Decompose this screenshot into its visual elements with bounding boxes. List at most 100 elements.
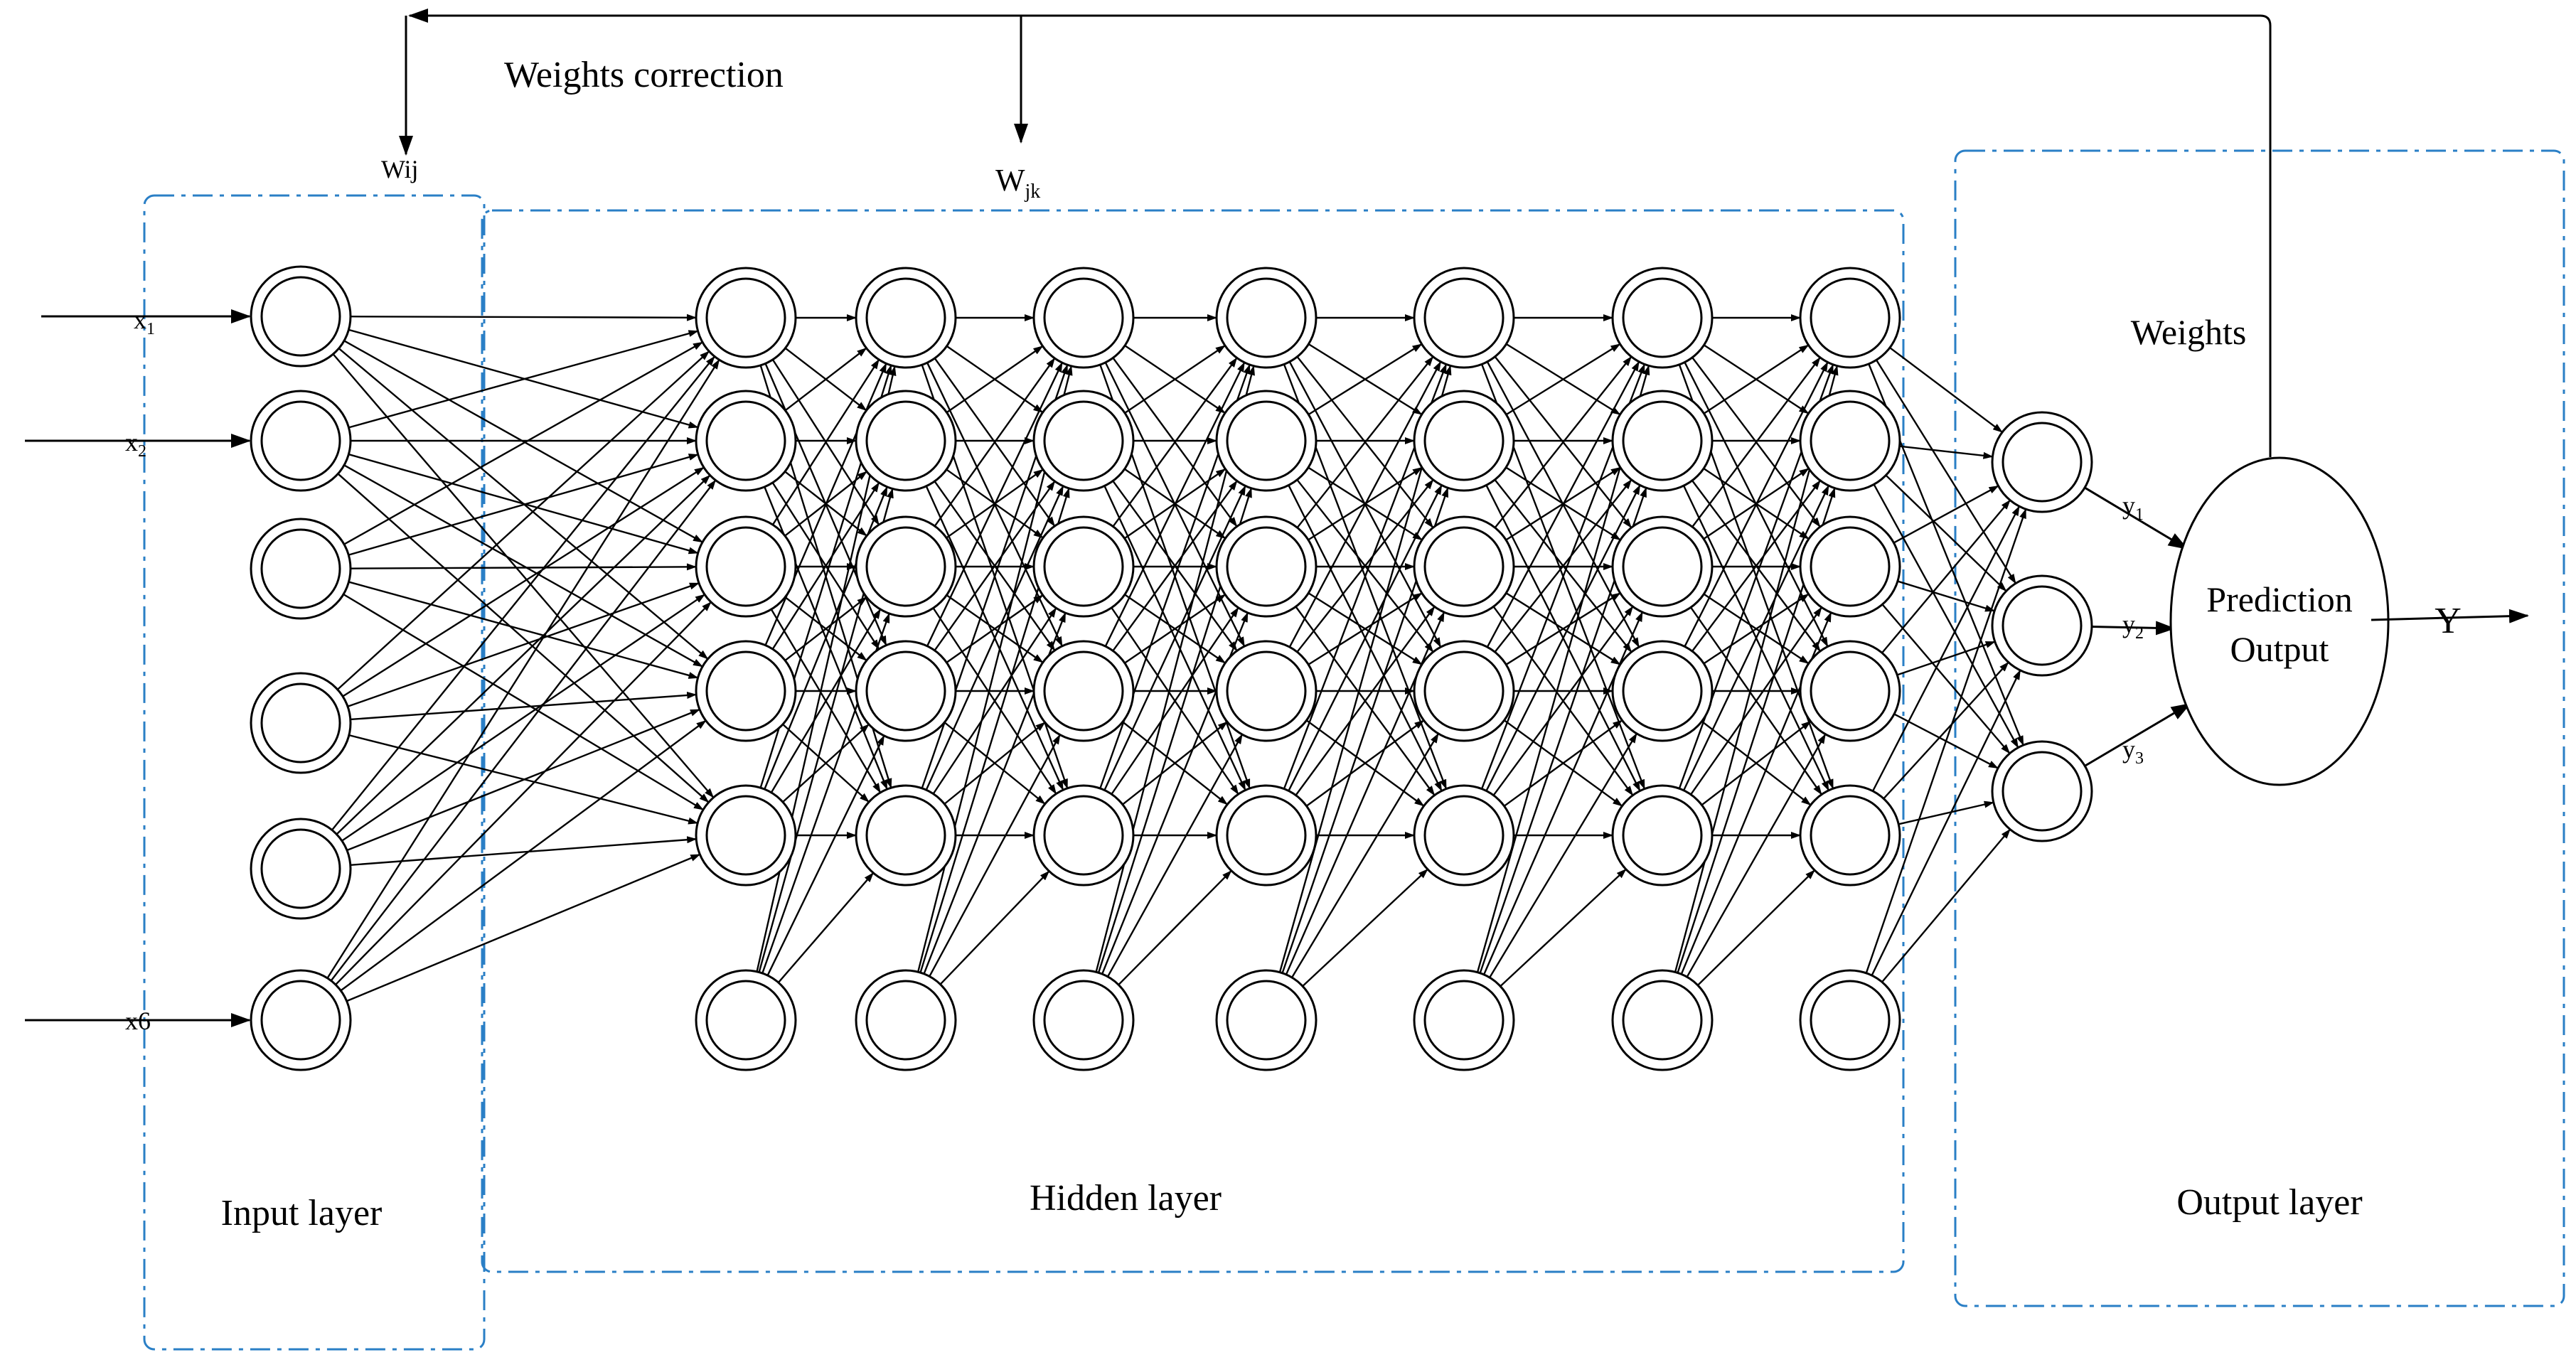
connection-edge <box>347 582 700 707</box>
hidden-neuron <box>1799 267 1901 369</box>
hidden-neuron <box>855 640 957 742</box>
connection-edge <box>1697 869 1815 986</box>
connection-edge <box>332 353 715 798</box>
connection-edge <box>1865 508 2027 974</box>
connection-edge <box>944 722 1046 805</box>
connection-edge <box>348 454 699 556</box>
output-label-y3: y3 <box>2122 735 2144 768</box>
connection-edge <box>1291 733 1439 978</box>
connection-edge <box>350 836 698 866</box>
hidden-neuron <box>1611 784 1714 887</box>
hidden-neuron <box>855 515 957 618</box>
hidden-neuron <box>695 390 797 492</box>
hidden-neuron <box>695 784 797 887</box>
input-neuron <box>250 265 352 368</box>
connection-edge <box>1112 357 1238 527</box>
connection-edge <box>1288 484 1443 791</box>
connection-edge <box>1505 592 1621 665</box>
connection-edge <box>1288 360 1442 648</box>
hidden-neuron <box>855 267 957 369</box>
output-to-prediction-arrow <box>2084 702 2191 767</box>
connection-edge <box>777 872 875 983</box>
connection-edge <box>784 347 867 412</box>
connection-edge <box>1308 343 1423 416</box>
connection-edge <box>1703 344 1810 414</box>
hidden-neuron <box>1611 267 1714 369</box>
hidden-neuron <box>695 969 797 1071</box>
input-feeds <box>25 309 251 1027</box>
hidden-neuron <box>1611 969 1714 1071</box>
connection-edge <box>1122 721 1228 805</box>
connection-edge <box>1684 361 1829 648</box>
connection-edge <box>926 362 1063 647</box>
connection-edge <box>350 314 698 321</box>
connection-edge <box>1124 594 1226 664</box>
hidden-neuron <box>1611 515 1714 618</box>
connection-edge <box>343 464 703 668</box>
hidden-neuron <box>1215 515 1318 618</box>
connection-edge <box>346 708 700 852</box>
connection-edge <box>331 355 715 831</box>
connection-edge <box>1881 499 2011 654</box>
hidden-neuron <box>1611 390 1714 492</box>
connection-edges <box>326 314 2027 1002</box>
output-neuron <box>1991 740 2093 842</box>
connection-edge <box>946 594 1044 663</box>
hidden-neuron <box>1032 784 1135 887</box>
connection-edge <box>1302 868 1428 987</box>
hidden-neuron <box>855 784 957 887</box>
hidden-layer-box <box>481 209 1905 1273</box>
connection-edge <box>1500 868 1627 987</box>
connection-edge <box>1111 607 1239 795</box>
connection-edge <box>771 359 880 525</box>
connection-edge <box>1305 719 1425 807</box>
output-label-y1: y1 <box>2122 491 2144 524</box>
connection-edge <box>348 453 699 555</box>
connection-edge <box>1485 484 1641 791</box>
output-to-prediction-arrow <box>2084 486 2188 550</box>
hidden-neuron <box>1215 640 1318 742</box>
weights-correction-path <box>408 8 2272 457</box>
connection-edge <box>1118 869 1232 986</box>
connection-edge <box>1873 483 2019 749</box>
input-neuron <box>250 672 352 774</box>
connection-edge <box>1690 606 1822 796</box>
connection-edge <box>929 734 1061 977</box>
connection-edge <box>925 485 1064 791</box>
hidden-neuron <box>1413 784 1515 887</box>
connection-edge <box>782 724 870 803</box>
hidden-layer-label: Hidden layer <box>1030 1178 1222 1219</box>
connection-edge <box>1881 604 2011 754</box>
connection-edge <box>326 359 720 979</box>
connection-edge <box>1106 734 1244 978</box>
connection-edge <box>766 735 885 976</box>
output-layer-box <box>1954 149 2565 1307</box>
connection-edge <box>1295 606 1436 796</box>
weights-correction-label: Weights correction <box>504 55 784 95</box>
connection-edge <box>1703 593 1810 665</box>
input-label-x2: x2 <box>125 428 146 461</box>
connection-edge <box>341 594 705 842</box>
output-links <box>2084 486 2191 767</box>
connection-edge <box>1898 800 1994 825</box>
weights-label: Weights <box>2131 312 2247 352</box>
connection-edge <box>1686 733 1827 978</box>
connection-edge <box>348 330 699 429</box>
y-output-label: Y <box>2435 601 2462 641</box>
connection-edge <box>330 479 717 982</box>
hidden-neuron <box>695 640 797 742</box>
connection-edge <box>1883 661 2009 800</box>
connection-edge <box>336 350 710 690</box>
input-label-x6: x6 <box>125 1007 151 1035</box>
connection-edge <box>1124 345 1226 414</box>
input-layer-box <box>143 194 486 1351</box>
connection-edge <box>939 870 1050 985</box>
connection-edge <box>934 358 1056 527</box>
hidden-neuron <box>1215 267 1318 369</box>
input-neuron <box>250 818 352 920</box>
hidden-neuron <box>1413 640 1515 742</box>
connection-edge <box>770 609 882 793</box>
hidden-neuron <box>1413 390 1515 492</box>
hidden-neuron <box>1215 390 1318 492</box>
connection-edge <box>1492 606 1634 796</box>
